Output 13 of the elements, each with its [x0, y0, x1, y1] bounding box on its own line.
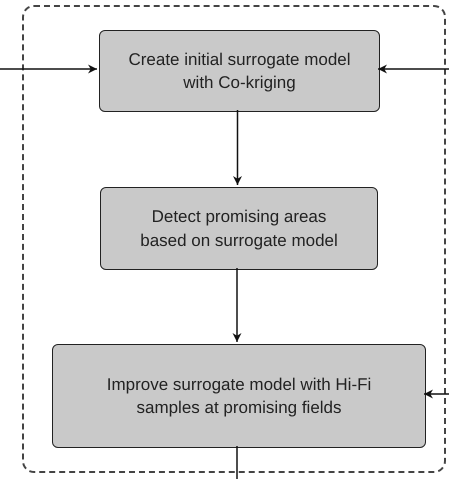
- dashed-boundary-box: [22, 5, 446, 473]
- process-box: [52, 344, 426, 448]
- arrow: [0, 64, 97, 74]
- connector-line: [236, 446, 238, 479]
- arrow: [424, 390, 449, 398]
- box-text: Detect promising areas based on surrogate model: [139, 206, 339, 252]
- box-text: Create initial surrogate model with Co-kriging: [128, 48, 351, 94]
- process-box: [99, 30, 380, 112]
- arrow: [378, 64, 449, 74]
- arrow: [232, 268, 242, 342]
- process-box: [100, 187, 378, 270]
- box-text: Improve surrogate model with Hi-Fi samples at promising fields: [106, 374, 372, 419]
- arrow: [233, 110, 242, 185]
